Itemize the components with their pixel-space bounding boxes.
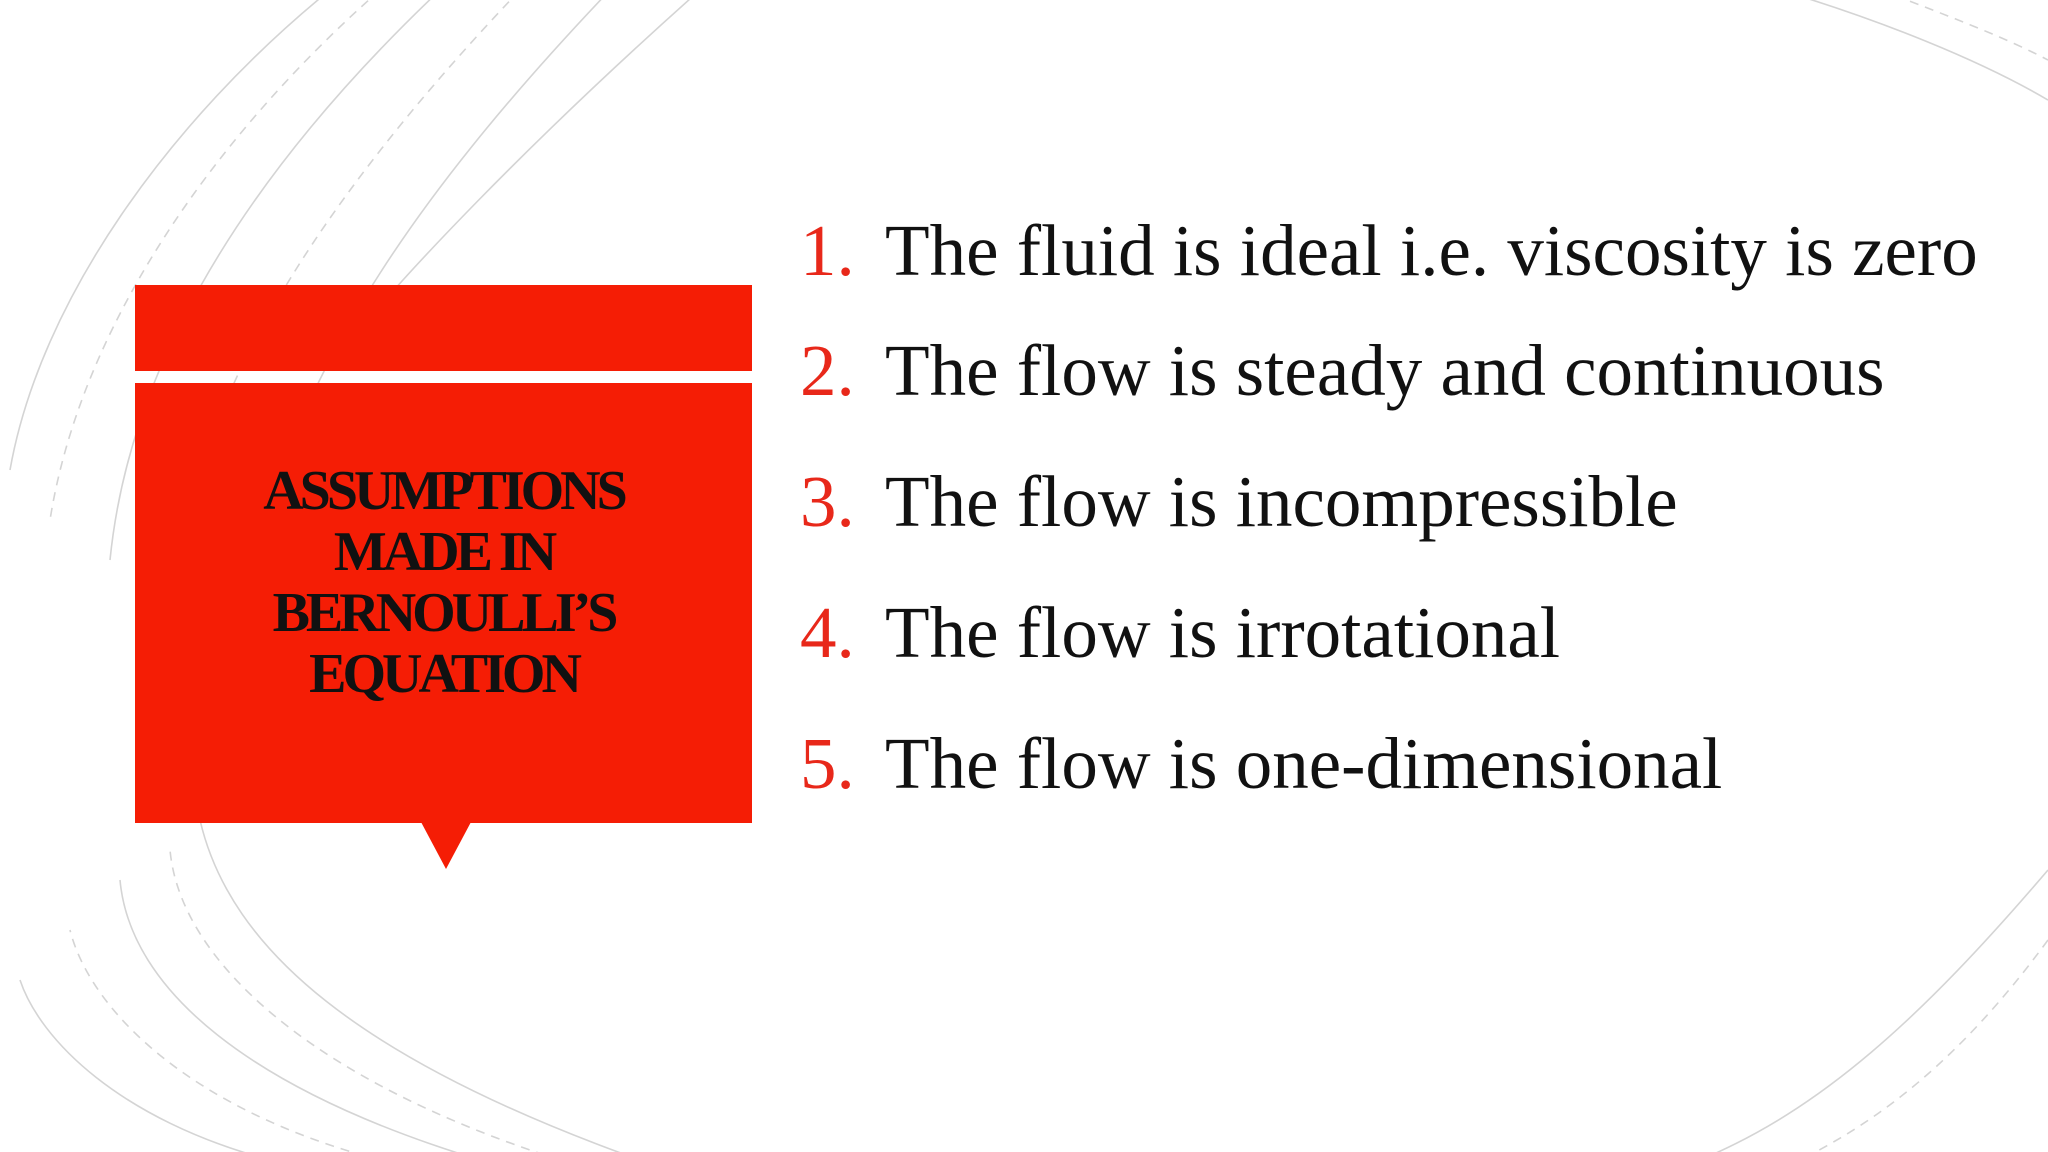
title-accent-bar [135, 285, 752, 371]
title-line: EQUATION [309, 643, 582, 705]
title-line: BERNOULLI’S [272, 582, 619, 644]
list-item: 4. The flow is irrotational [800, 577, 1995, 688]
title-line: ASSUMPTIONS [263, 460, 628, 522]
list-item: 3. The flow is incompressible [800, 446, 1995, 557]
item-number: 5. [800, 723, 855, 804]
title-box: ASSUMPTIONS MADE IN BERNOULLI’S EQUATION [135, 383, 752, 823]
item-number: 3. [800, 461, 855, 542]
item-text: The flow is incompressible [885, 461, 1678, 542]
slide-title: ASSUMPTIONS MADE IN BERNOULLI’S EQUATION [184, 461, 704, 705]
list-item: 2. The flow is steady and continuous [800, 315, 1995, 426]
item-text: The flow is one-dimensional [885, 723, 1723, 804]
callout-pointer [421, 822, 471, 869]
item-number: 4. [800, 592, 855, 673]
item-text: The flow is steady and continuous [885, 330, 1885, 411]
list-item: 5. The flow is one-dimensional [800, 708, 1995, 819]
item-text: The flow is irrotational [885, 592, 1561, 673]
list-item: 1. The fluid is ideal i.e. viscosity is … [800, 195, 1995, 306]
item-number: 1. [800, 210, 855, 291]
item-number: 2. [800, 330, 855, 411]
title-line: MADE IN [333, 521, 557, 583]
item-text: The fluid is ideal i.e. viscosity is zer… [885, 210, 1978, 291]
assumptions-list: 1. The fluid is ideal i.e. viscosity is … [800, 195, 1995, 839]
